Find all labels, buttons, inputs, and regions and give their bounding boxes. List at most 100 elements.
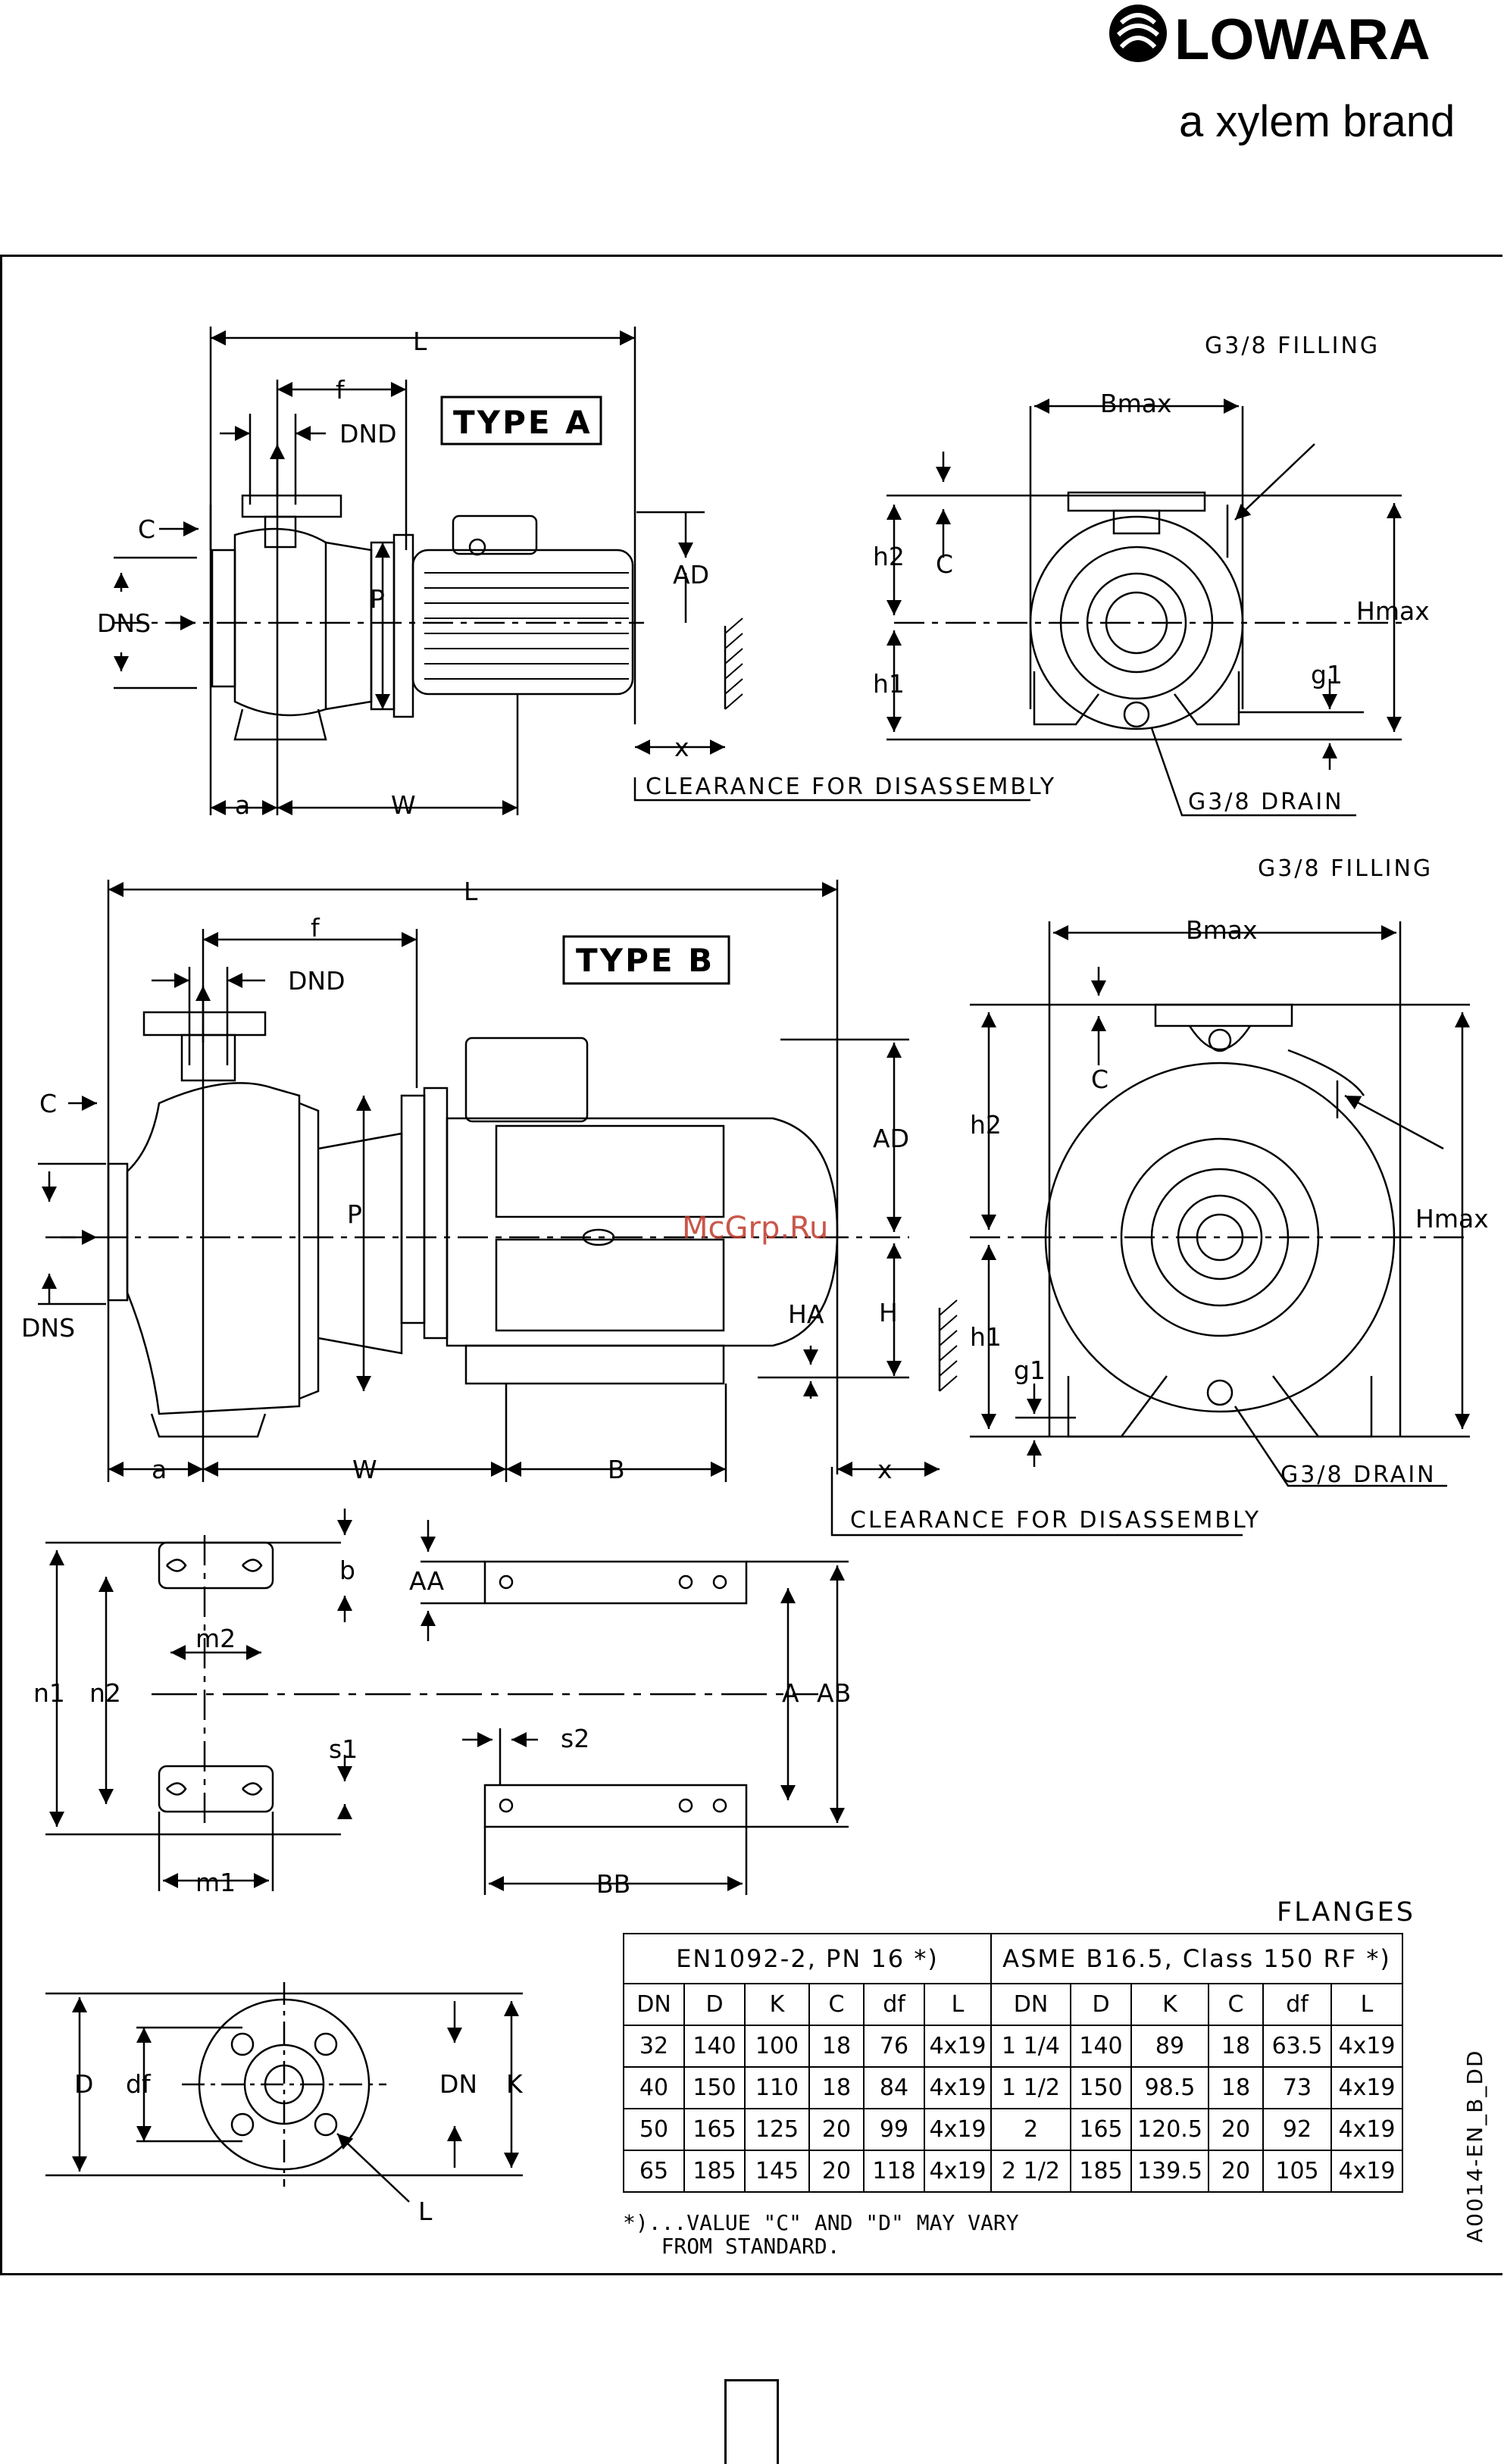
type-b-clearance: CLEARANCE FOR DISASSEMBLY	[850, 1507, 1261, 1534]
feet-dim-s1: s1	[329, 1734, 358, 1764]
cell: 92	[1262, 2108, 1332, 2151]
cell: 18	[1208, 2025, 1264, 2068]
feet-dim-n1: n1	[33, 1678, 65, 1708]
cell: 73	[1262, 2066, 1332, 2109]
type-b-dim-Hmax: Hmax	[1415, 1204, 1489, 1234]
cell: 4x19	[1330, 2150, 1403, 2193]
type-b-drain: G3/8 DRAIN	[1280, 1462, 1437, 1488]
cell: 4x19	[924, 2150, 992, 2193]
type-a-side-view	[114, 327, 1030, 815]
feet-dim-m2: m2	[195, 1624, 236, 1653]
cell: 120.5	[1130, 2108, 1209, 2151]
type-b-dim-Bmax: Bmax	[1186, 915, 1258, 945]
cell: 105	[1262, 2150, 1332, 2193]
cell: 18	[808, 2025, 865, 2068]
type-b-dim-L: L	[464, 877, 478, 906]
flanges-title: FLANGES	[1277, 1897, 1416, 1928]
feet-dim-A: A	[782, 1678, 799, 1708]
type-a-dim-AD: AD	[673, 560, 709, 589]
cell: 99	[863, 2108, 925, 2151]
feet-dim-m1: m1	[195, 1868, 236, 1897]
col-header: df	[863, 1983, 925, 2026]
type-a-dim-Bmax: Bmax	[1100, 389, 1172, 418]
cell: 100	[744, 2025, 810, 2068]
type-a-dim-a: a	[235, 790, 250, 820]
wall-hatch	[724, 618, 958, 1392]
drawing-frame	[0, 255, 1502, 2275]
feet-dim-BB: BB	[596, 1869, 630, 1899]
cell: 20	[1208, 2150, 1264, 2193]
page-number-box	[724, 2379, 779, 2464]
cell: 4x19	[1330, 2025, 1403, 2068]
feet-dim-AB: AB	[817, 1678, 851, 1708]
type-b-dim-H: H	[879, 1298, 898, 1327]
type-a-dim-f: f	[336, 375, 346, 405]
type-a-dim-DND: DND	[339, 419, 397, 449]
type-a-clearance: CLEARANCE FOR DISASSEMBLY	[646, 774, 1056, 800]
type-a-dim-C2: C	[936, 549, 953, 579]
type-b-dim-W: W	[352, 1455, 377, 1484]
type-b-front-view	[970, 921, 1470, 1487]
cell: 89	[1130, 2025, 1209, 2068]
cell: 76	[863, 2025, 925, 2068]
brand-name: LOWARA	[1174, 8, 1431, 72]
type-a-dim-C: C	[138, 514, 155, 544]
cell: 40	[623, 2066, 685, 2109]
table-row: 40 150 110 18 84 4x19 1 1/2 150 98.5 18 …	[623, 2066, 1403, 2109]
type-b-dim-f: f	[311, 913, 320, 943]
col-header: K	[1130, 1983, 1209, 2026]
cell: 185	[683, 2150, 746, 2193]
flange-dim-L: L	[418, 2197, 433, 2226]
cell: 110	[744, 2066, 810, 2109]
col-header: D	[683, 1983, 746, 2026]
cell: 2	[990, 2108, 1071, 2151]
col-header: C	[1208, 1983, 1264, 2026]
xylem-logo-icon	[1109, 5, 1167, 62]
feet-dim-AA: AA	[409, 1566, 444, 1596]
type-a-dim-W: W	[391, 790, 416, 820]
type-a-dim-L: L	[413, 327, 427, 356]
lowara-logo: LOWARA a xylem brand	[1109, 5, 1455, 146]
type-a-drain: G3/8 DRAIN	[1188, 789, 1344, 815]
cell: 20	[808, 2108, 865, 2151]
type-b-dim-B: B	[608, 1455, 625, 1484]
cell: 118	[863, 2150, 925, 2193]
table-row: 50 165 125 20 99 4x19 2 165 120.5 20 92 …	[623, 2108, 1403, 2151]
cell: 50	[623, 2108, 685, 2151]
cell: 2 1/2	[990, 2150, 1071, 2193]
cell: 4x19	[1330, 2066, 1403, 2109]
type-b-dim-a: a	[152, 1455, 167, 1484]
cell: 139.5	[1130, 2150, 1209, 2193]
flange-dim-DN: DN	[439, 2069, 477, 2099]
type-b-dim-P: P	[347, 1199, 362, 1229]
cell: 4x19	[924, 2025, 992, 2068]
col-header: L	[1330, 1983, 1403, 2026]
type-b-filling: G3/8 FILLING	[1258, 855, 1433, 882]
cell: 150	[1070, 2066, 1132, 2109]
type-b-dim-x: x	[877, 1455, 893, 1484]
cell: 84	[863, 2066, 925, 2109]
type-b-dim-HA: HA	[788, 1299, 824, 1329]
type-b-dim-h1: h1	[970, 1322, 1002, 1352]
type-a-filling: G3/8 FILLING	[1205, 333, 1380, 359]
type-a-dim-x: x	[674, 733, 689, 762]
cell: 145	[744, 2150, 810, 2193]
feet-views	[45, 1509, 849, 1895]
cell: 63.5	[1262, 2025, 1332, 2068]
col-header: L	[924, 1983, 992, 2026]
cell: 165	[683, 2108, 746, 2151]
flange-dim-K: K	[506, 2069, 524, 2099]
std-asme-header: ASME B16.5, Class 150 RF *)	[990, 1933, 1403, 1984]
cell: 18	[808, 2066, 865, 2109]
cell: 20	[808, 2150, 865, 2193]
type-a-title-box	[440, 396, 602, 446]
flange-dim-df: df	[126, 2069, 152, 2099]
type-b-dim-AD: AD	[873, 1124, 909, 1153]
feet-dim-s2: s2	[561, 1724, 589, 1753]
flanges-note: *)...VALUE "C" AND "D" MAY VARY FROM STA…	[623, 2210, 1019, 2259]
table-header-row: DN D K C df L DN D K C df L	[623, 1983, 1403, 2026]
watermark: McGrp.Ru	[682, 1211, 829, 1246]
col-header: df	[1262, 1983, 1332, 2026]
type-b-dim-C2: C	[1091, 1065, 1108, 1094]
std-en-header: EN1092-2, PN 16 *)	[623, 1933, 992, 1984]
